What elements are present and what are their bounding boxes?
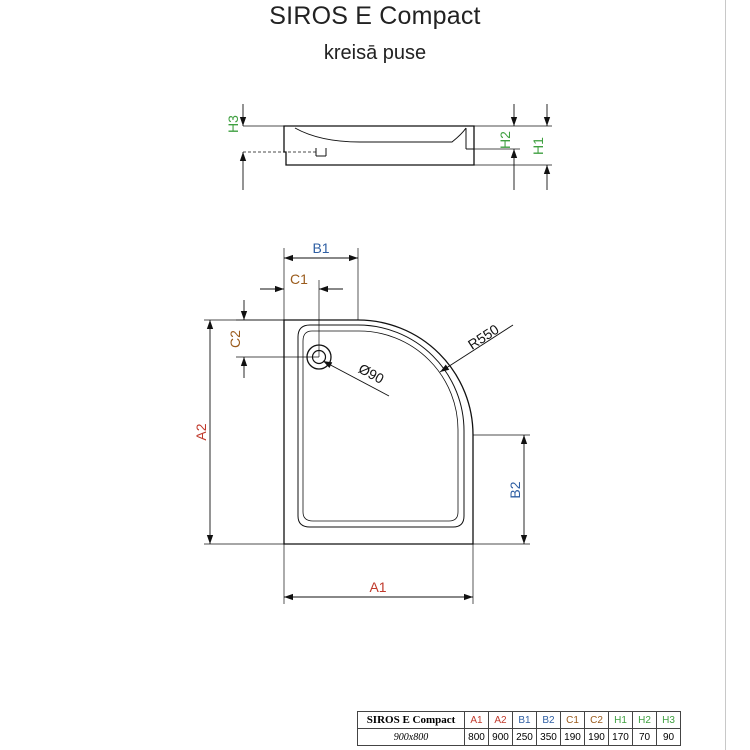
table-cell: 350 <box>536 728 561 746</box>
table-cell: 190 <box>584 728 609 746</box>
table-cell: 250 <box>512 728 537 746</box>
table-header-cell: H3 <box>656 711 681 729</box>
page-subtitle: kreisā puse <box>323 42 427 64</box>
table-cell: 900 <box>488 728 513 746</box>
table-header-cell: B2 <box>536 711 561 729</box>
specs-model-cell: SIROS E Compact <box>357 711 465 729</box>
side-view: H3 H2 H1 <box>225 104 552 190</box>
table-header-cell: C2 <box>584 711 609 729</box>
label-radius: R550 <box>465 321 502 353</box>
page-title: SIROS E Compact <box>269 2 481 30</box>
tray-outline <box>283 319 474 545</box>
label-c2: C2 <box>227 330 243 348</box>
label-h2: H2 <box>497 131 513 149</box>
table-cell: 800 <box>464 728 489 746</box>
table-cell: 70 <box>632 728 657 746</box>
label-a1: A1 <box>369 579 386 595</box>
table-header-cell: H2 <box>632 711 657 729</box>
tray-profile <box>283 125 475 166</box>
table-header-cell: B1 <box>512 711 537 729</box>
label-h3: H3 <box>225 115 241 133</box>
label-h1: H1 <box>530 137 546 155</box>
table-cell: 90 <box>656 728 681 746</box>
tray-inner-basin <box>302 330 459 522</box>
specs-size-cell: 900x800 <box>357 728 465 746</box>
specs-table: SIROS E Compact A1 A2 B1 B2 C1 C2 H1 H2 … <box>357 711 681 746</box>
table-row: SIROS E Compact A1 A2 B1 B2 C1 C2 H1 H2 … <box>357 711 681 729</box>
label-b1: B1 <box>312 240 329 256</box>
table-header-cell: H1 <box>608 711 633 729</box>
page-border-line <box>725 0 726 750</box>
tray-inner-rim <box>297 324 465 528</box>
top-view: B1 C1 C2 A2 B2 A1 <box>193 240 530 604</box>
table-header-cell: A1 <box>464 711 489 729</box>
table-cell: 170 <box>608 728 633 746</box>
tray-inner-profile <box>294 127 467 143</box>
table-cell: 190 <box>560 728 585 746</box>
table-header-cell: A2 <box>488 711 513 729</box>
table-row: 900x800 800 900 250 350 190 190 170 70 9… <box>357 728 681 746</box>
label-b2: B2 <box>507 481 523 498</box>
label-a2: A2 <box>193 423 209 440</box>
label-c1: C1 <box>290 271 308 287</box>
table-header-cell: C1 <box>560 711 585 729</box>
